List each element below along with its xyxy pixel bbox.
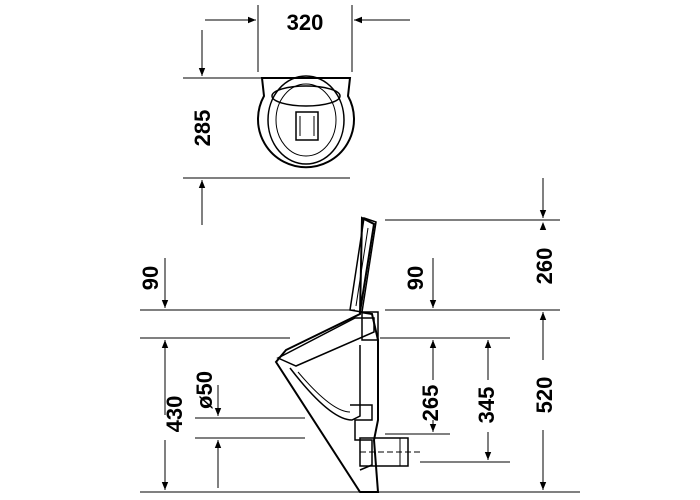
dim-label-345: 345 bbox=[474, 387, 499, 424]
dim-label-diameter-50: ø50 bbox=[192, 371, 217, 409]
bowl-outer bbox=[257, 77, 355, 169]
side-view: 90 430 ø50 90 265 345 260 520 bbox=[138, 178, 580, 493]
bowl-curve bbox=[289, 345, 361, 421]
inlet bbox=[361, 311, 379, 341]
bowl-inner-2 bbox=[275, 83, 337, 157]
trap bbox=[350, 404, 373, 471]
lid-inner bbox=[355, 227, 369, 307]
dim-label-90-left: 90 bbox=[138, 266, 163, 290]
drain bbox=[295, 111, 319, 141]
dim-label-320: 320 bbox=[287, 10, 324, 35]
bowl-rim bbox=[271, 85, 341, 107]
dim-label-260: 260 bbox=[532, 248, 557, 285]
bowl-inner bbox=[267, 75, 345, 165]
bowl-curve-inner bbox=[297, 371, 351, 413]
dim-label-285: 285 bbox=[190, 110, 215, 147]
dim-label-90-mid: 90 bbox=[403, 266, 428, 290]
top-view: 320 285 bbox=[183, 5, 410, 225]
dim-label-430: 430 bbox=[162, 396, 187, 433]
dim-label-265: 265 bbox=[418, 385, 443, 422]
urinal-body bbox=[274, 216, 380, 493]
dim-label-520: 520 bbox=[532, 377, 557, 414]
rim bbox=[276, 317, 375, 367]
